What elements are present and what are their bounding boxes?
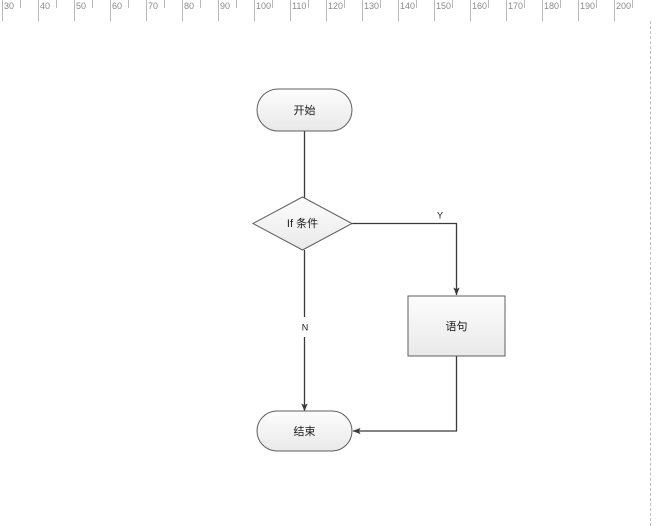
ruler-tick-minor <box>236 0 237 8</box>
ruler-tick-major <box>254 0 255 21</box>
ruler-tick-major <box>470 0 471 21</box>
ruler-tick-major <box>578 0 579 21</box>
ruler-label: 140 <box>400 1 416 11</box>
ruler-tick-minor <box>200 0 201 8</box>
ruler-label: 170 <box>508 1 524 11</box>
ruler-tick-major <box>362 0 363 21</box>
ruler-tick-minor <box>164 0 165 8</box>
connector-statement-to-end[interactable] <box>352 356 458 435</box>
ruler-tick-minor <box>20 0 21 8</box>
ruler-label: 40 <box>40 1 51 11</box>
ruler-tick-minor <box>524 0 525 8</box>
page-boundary-line <box>650 21 651 526</box>
ruler-tick-major <box>110 0 111 21</box>
ruler-label: 30 <box>4 1 15 11</box>
horizontal-ruler[interactable]: 30 40 50 60 70 80 90 100 110 120 130 140 150 160 170 18… <box>0 0 661 22</box>
ruler-tick-major <box>2 0 3 21</box>
ruler-tick-major <box>506 0 507 21</box>
ruler-label: 200 <box>616 1 632 11</box>
ruler-tick-minor <box>272 0 273 8</box>
ruler-tick-major <box>434 0 435 21</box>
ruler-tick-minor <box>416 0 417 8</box>
ruler-tick-major <box>614 0 615 21</box>
connector-condition-yes-to-statement[interactable]: Y <box>352 210 460 296</box>
ruler-label: 60 <box>112 1 123 11</box>
ruler-label: 120 <box>328 1 344 11</box>
ruler-tick-major <box>38 0 39 21</box>
ruler-tick-minor <box>308 0 309 8</box>
connector-condition-no-to-end[interactable]: N <box>301 250 309 412</box>
node-end[interactable]: 结束 <box>256 410 353 452</box>
node-end-shape <box>256 410 353 452</box>
ruler-label: 110 <box>292 1 307 11</box>
connector-line <box>352 222 460 296</box>
ruler-label: 100 <box>256 1 272 11</box>
ruler-tick-major <box>182 0 183 21</box>
ruler-label: 90 <box>220 1 231 11</box>
ruler-tick-minor <box>632 0 633 8</box>
ruler-tick-minor <box>596 0 597 8</box>
ruler-tick-minor <box>452 0 453 8</box>
ruler-tick-minor <box>344 0 345 8</box>
ruler-tick-major <box>146 0 147 21</box>
ruler-tick-major <box>542 0 543 21</box>
ruler-label: 160 <box>472 1 488 11</box>
ruler-tick-major <box>218 0 219 21</box>
ruler-tick-minor <box>380 0 381 8</box>
ruler-label: 190 <box>580 1 596 11</box>
ruler-tick-minor <box>128 0 129 8</box>
connector-line <box>352 356 458 435</box>
ruler-tick-minor <box>488 0 489 8</box>
ruler-tick-major <box>74 0 75 21</box>
diagram-canvas[interactable]: Y N 开始 If 条件 语句 <box>0 21 661 526</box>
ruler-label: 80 <box>184 1 195 11</box>
node-statement[interactable]: 语句 <box>407 295 506 357</box>
node-condition[interactable]: If 条件 <box>251 196 354 251</box>
node-start[interactable]: 开始 <box>256 88 353 132</box>
ruler-label: 130 <box>364 1 380 11</box>
ruler-label: 50 <box>76 1 87 11</box>
ruler-tick-minor <box>92 0 93 8</box>
ruler-tick-minor <box>560 0 561 8</box>
ruler-label: 180 <box>544 1 560 11</box>
ruler-label: 150 <box>436 1 452 11</box>
node-statement-shape <box>407 295 506 357</box>
ruler-tick-minor <box>56 0 57 8</box>
ruler-tick-major <box>326 0 327 21</box>
edge-label-no: N <box>302 322 309 332</box>
node-condition-shape <box>251 196 354 251</box>
edge-label-yes: Y <box>437 210 443 220</box>
ruler-tick-major <box>290 0 291 21</box>
flowchart-diagram: Y N 开始 If 条件 语句 <box>251 88 506 452</box>
ruler-label: 70 <box>148 1 159 11</box>
node-start-shape <box>256 88 353 132</box>
ruler-tick-major <box>398 0 399 21</box>
